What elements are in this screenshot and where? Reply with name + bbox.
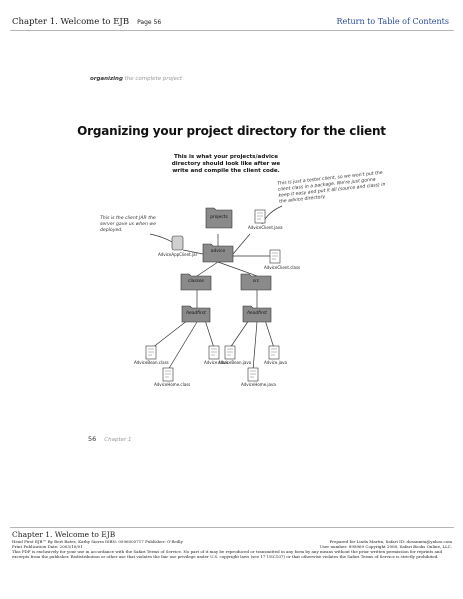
folder-headfirst-src: headfirst xyxy=(247,311,267,316)
footer-divider xyxy=(10,527,454,528)
footer-copyright: User number: 898969 Copyright 2008, Safa… xyxy=(319,544,453,549)
footer-book-info: Head First EJB™ By Bert Bates, Kathy Sie… xyxy=(12,539,183,544)
file-advice-java: Advice.java xyxy=(264,360,287,365)
running-head: organizing the complete project xyxy=(90,76,182,82)
running-head-rest: the complete project xyxy=(124,76,183,82)
diagram-headline: This is what your projects/advice direct… xyxy=(171,154,281,174)
folder-projects: projects xyxy=(210,215,228,220)
chapter-title: Chapter 1. Welcome to EJB Page 56 xyxy=(12,17,161,27)
top-header: Chapter 1. Welcome to EJB Page 56 Return … xyxy=(0,0,463,30)
page-number: 56 Chapter 1 xyxy=(88,435,132,443)
footer-legal: This PDF is exclusively for your use in … xyxy=(12,549,443,559)
footer-chapter: Chapter 1. Welcome to EJB xyxy=(12,530,116,539)
directory-diagram: This is what your projects/advice direct… xyxy=(90,150,390,410)
footer: Chapter 1. Welcome to EJB Head First EJB… xyxy=(12,530,452,559)
file-bean-class: AdviceBean.class xyxy=(134,360,169,365)
header-divider xyxy=(10,30,454,31)
folder-headfirst-classes: headfirst xyxy=(186,311,206,316)
folder-src: src xyxy=(252,279,260,284)
file-advice-class: Advice.class xyxy=(204,360,229,365)
footer-pub-date: Print Publication Date: 2003/10/01 xyxy=(12,544,83,549)
chapter-title-text: Chapter 1. Welcome to EJB xyxy=(12,17,130,27)
file-bean-java: AdviceBean.java xyxy=(218,360,252,365)
folder-classes: classes xyxy=(188,279,204,284)
page-number-value: 56 xyxy=(88,435,97,443)
folder-advice: advice xyxy=(210,249,226,254)
diagram-graphic xyxy=(145,205,283,382)
page-indicator: Page 56 xyxy=(137,19,162,26)
footer-prepared-for: Prepared for Linda Martin, Safari ID: do… xyxy=(329,539,452,544)
running-head-bold: organizing xyxy=(90,76,123,82)
toc-link[interactable]: Return to Table of Contents xyxy=(336,17,450,26)
file-client-jar: AdviceAppClient.jar xyxy=(158,252,198,257)
footer-row-2: Print Publication Date: 2003/10/01 User … xyxy=(12,544,452,549)
file-client-class: AdviceClient.class xyxy=(264,265,301,270)
page-title: Organizing your project directory for th… xyxy=(77,124,386,138)
file-client-java: AdviceClient.java xyxy=(248,225,283,230)
footer-row-1: Head First EJB™ By Bert Bates, Kathy Sie… xyxy=(12,539,452,544)
file-home-java: AdviceHome.java xyxy=(241,382,276,387)
file-home-class: AdviceHome.class xyxy=(154,382,191,387)
note-client-jar: This is the client JAR the server gave u… xyxy=(100,216,156,233)
page-number-chapter: Chapter 1 xyxy=(104,437,132,443)
